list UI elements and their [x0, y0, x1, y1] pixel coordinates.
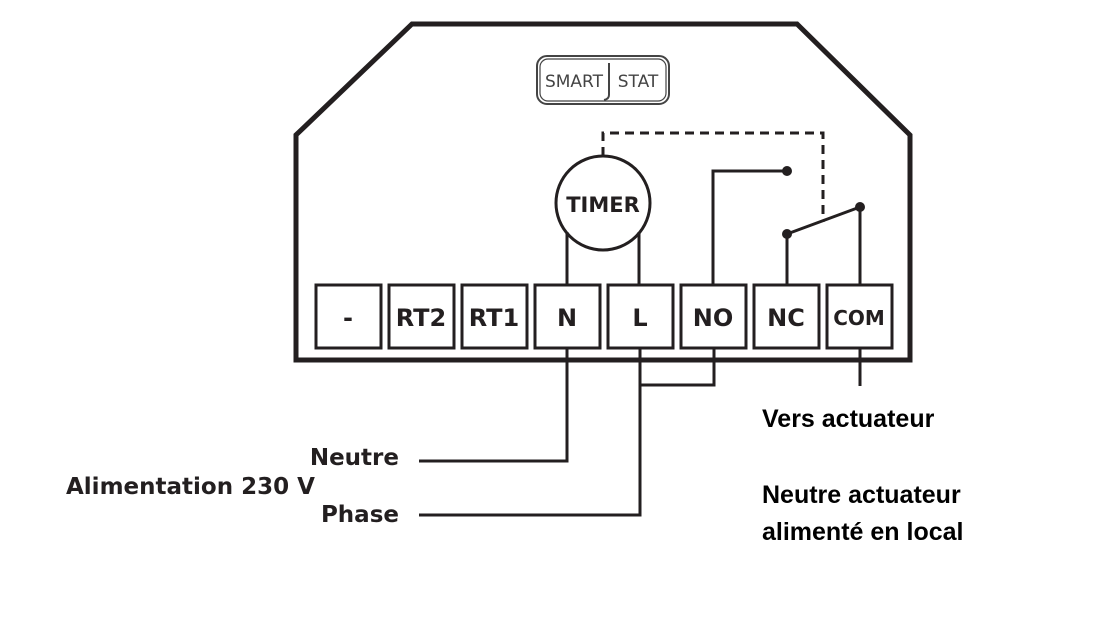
phase-label: Phase	[321, 502, 399, 528]
timer-label: TIMER	[566, 193, 640, 217]
terminal-label-minus: -	[343, 304, 353, 332]
smartstat-logo: SMART STAT	[536, 55, 670, 105]
terminal-rt1: RT1	[460, 283, 529, 350]
terminal-rt2: RT2	[387, 283, 456, 350]
to-actuator-note: Vers actuateur	[762, 405, 935, 433]
terminal-label-no: NO	[693, 304, 734, 332]
logo-text-smart: SMART	[545, 72, 604, 92]
terminal-label-com: COM	[833, 306, 885, 330]
logo-text-stat: STAT	[618, 72, 659, 92]
relay-control-link	[601, 131, 825, 222]
actuator-neutral-note-line2: alimenté en local	[762, 518, 963, 546]
terminal-minus: -	[314, 283, 383, 350]
terminal-label-rt1: RT1	[469, 304, 519, 332]
neutral-wire	[419, 348, 569, 463]
timer: TIMER	[554, 154, 652, 252]
terminal-no: NO	[679, 283, 748, 350]
l-to-no-bridge	[640, 348, 716, 387]
terminal-label-l: L	[632, 304, 647, 332]
phase-wire	[419, 348, 642, 517]
terminal-label-nc: NC	[767, 304, 805, 332]
no-contact-point	[782, 166, 792, 176]
terminal-label-n: N	[557, 304, 577, 332]
actuator-neutral-note-line1: Neutre actuateur	[762, 481, 961, 509]
terminal-label-rt2: RT2	[396, 304, 446, 332]
neutral-label: Neutre	[310, 445, 399, 471]
terminal-l: L	[606, 283, 675, 350]
terminal-block: - RT2 RT1 N L NO NC COM	[314, 283, 894, 350]
terminal-n: N	[533, 283, 602, 350]
terminal-nc: NC	[752, 283, 821, 350]
relay-switch-arm	[786, 205, 861, 236]
terminal-com: COM	[825, 283, 894, 350]
supply-label: Alimentation 230 V	[66, 474, 315, 500]
no-contact-wire	[711, 169, 787, 285]
